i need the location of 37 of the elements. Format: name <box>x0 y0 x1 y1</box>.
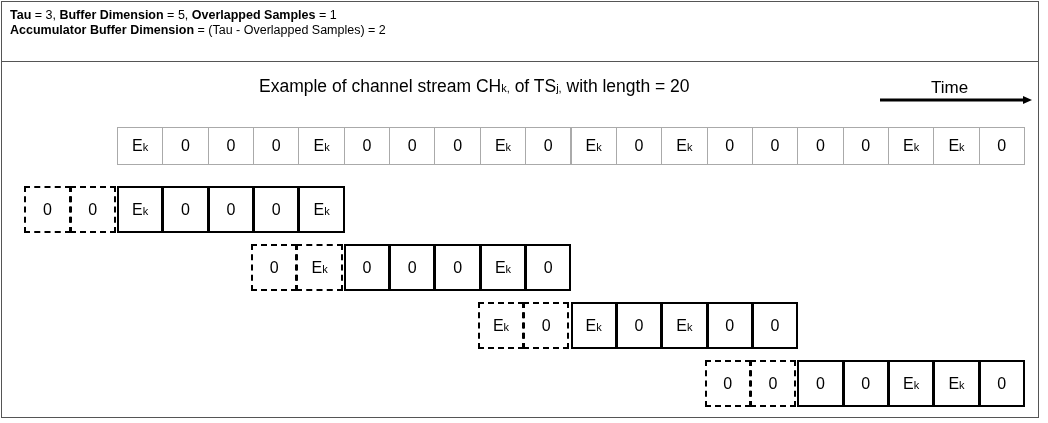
parameter-line: Accumulator Buffer Dimension = (Tau - Overlapped Samples) = 2 <box>10 23 387 38</box>
sample-cell: 0 <box>706 127 753 165</box>
sample-cell: 0 <box>749 360 797 407</box>
sample-cell: 0 <box>704 360 751 407</box>
sample-cell: 0 <box>24 186 71 233</box>
sample-cell: 0 <box>251 244 298 291</box>
sample-cell: 0 <box>842 127 889 165</box>
sample-cell: 0 <box>751 302 799 349</box>
parameter-panel <box>1 1 1039 62</box>
sample-cell: 0 <box>434 244 481 291</box>
sample-cell: 0 <box>253 127 300 165</box>
sample-cell: 0 <box>978 360 1025 407</box>
sample-cell: 0 <box>842 360 889 407</box>
sample-cell: 0 <box>69 186 116 233</box>
sample-cell: 0 <box>797 127 844 165</box>
sample-cell: 0 <box>253 186 300 233</box>
sample-cell: 0 <box>162 127 209 165</box>
sample-cell: 0 <box>162 186 209 233</box>
sample-cell: 0 <box>389 127 436 165</box>
sample-cell: 0 <box>797 360 844 407</box>
sample-cell: 0 <box>615 127 663 165</box>
sample-cell: 0 <box>389 244 436 291</box>
sample-cell: 0 <box>343 244 391 291</box>
parameter-line: Tau = 3, Buffer Dimension = 5, Overlapped Samples = 1 <box>10 8 338 23</box>
diagram-panel <box>1 61 1039 418</box>
sample-cell: 0 <box>706 302 753 349</box>
sample-cell: 0 <box>207 127 255 165</box>
sample-cell: 0 <box>207 186 255 233</box>
sample-cell: 0 <box>525 244 572 291</box>
sample-cell: 0 <box>434 127 481 165</box>
sample-cell: 0 <box>343 127 391 165</box>
sample-cell: 0 <box>615 302 663 349</box>
sample-cell: 0 <box>751 127 799 165</box>
sample-cell: 0 <box>523 302 570 349</box>
sample-cell: 0 <box>978 127 1025 165</box>
sample-cell: 0 <box>525 127 572 165</box>
time-label: Time <box>931 78 969 98</box>
